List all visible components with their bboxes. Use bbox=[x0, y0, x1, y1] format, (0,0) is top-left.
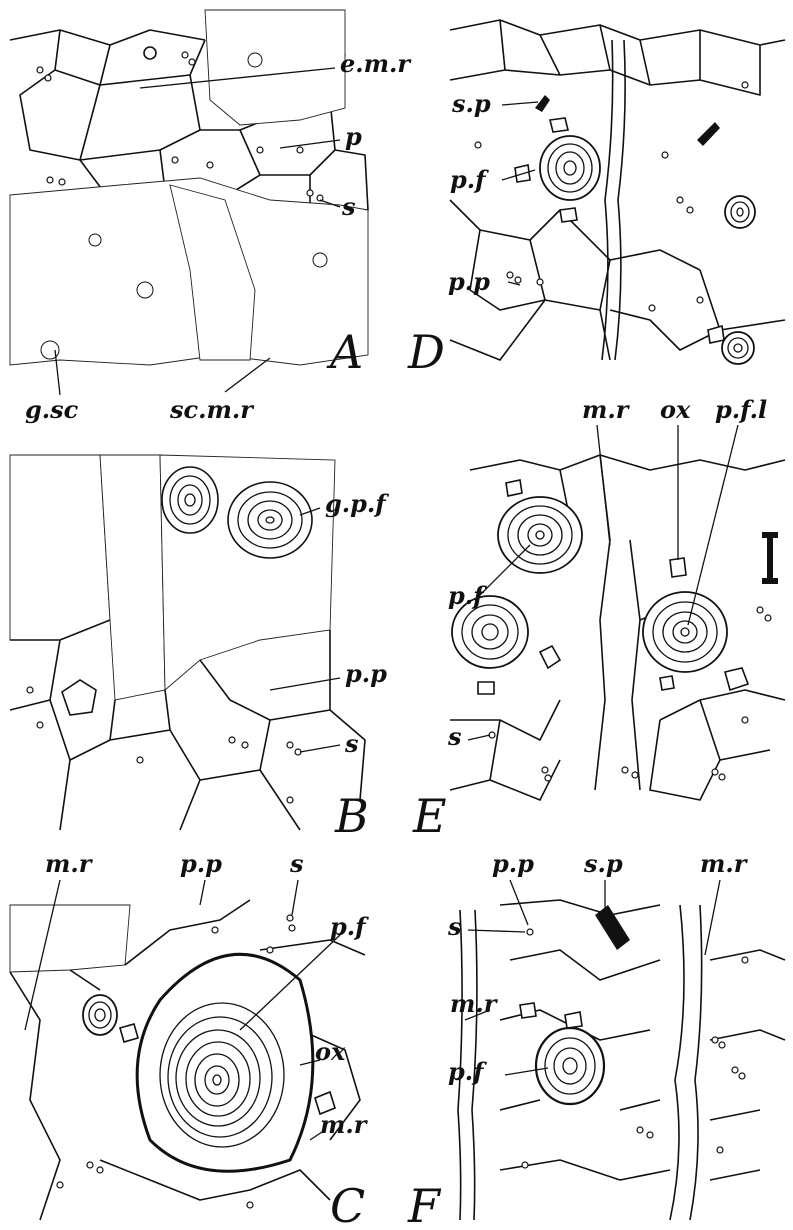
label-c-mr: m.r bbox=[45, 849, 94, 878]
label-f-pf: p.f bbox=[448, 1057, 487, 1086]
label-b-pp: p.p bbox=[345, 659, 387, 688]
panel-d-crystal bbox=[550, 118, 568, 132]
panel-e-fibre-top bbox=[498, 497, 582, 573]
panel-f: p.p s.p m.r s m.r p.f bbox=[407, 849, 785, 1230]
label-d-pf: p.f bbox=[450, 165, 489, 194]
panel-e-letter: E bbox=[412, 789, 447, 843]
panel-b-sclerenchyma-left bbox=[10, 455, 110, 640]
label-b-gpf: g.p.f bbox=[325, 489, 389, 518]
panel-d-fibre-2 bbox=[725, 196, 755, 228]
panel-f-letter: F bbox=[407, 1179, 442, 1230]
label-f-mr2: m.r bbox=[450, 989, 499, 1018]
panel-d-fibre-3 bbox=[722, 332, 754, 364]
label-c-pf: p.f bbox=[330, 912, 369, 941]
panel-f-crystal bbox=[565, 1012, 582, 1028]
label-e-ox: ox bbox=[660, 395, 691, 424]
panel-b: g.p.f p.p s B bbox=[10, 450, 389, 843]
label-e-s: s bbox=[447, 722, 462, 751]
label-f-sp: s.p bbox=[583, 849, 623, 878]
panel-d-fibre bbox=[540, 136, 600, 200]
panel-c-letter: C bbox=[330, 1179, 365, 1230]
label-e-pfl: p.f.l bbox=[715, 395, 767, 424]
label-d-pp: p.p bbox=[448, 267, 490, 296]
label-f-s: s bbox=[447, 912, 462, 941]
panel-c: m.r p.p s bbox=[10, 849, 370, 1230]
label-f-mr: m.r bbox=[700, 849, 749, 878]
label-a-scmr: sc.m.r bbox=[169, 395, 255, 424]
label-c-ox: ox bbox=[315, 1037, 346, 1066]
panel-d-letter: D bbox=[407, 325, 445, 379]
label-c-mr2: m.r bbox=[320, 1110, 369, 1139]
label-a-emr: e.m.r bbox=[340, 49, 412, 78]
panel-a-sclerenchyma-top bbox=[205, 10, 345, 125]
label-a-gsc: g.sc bbox=[25, 395, 79, 424]
panel-a: e.m.r p s A g.sc sc.m.r bbox=[10, 8, 412, 424]
panel-e-fibre-right bbox=[643, 592, 727, 672]
panel-b-letter: B bbox=[334, 789, 369, 843]
label-c-s: s bbox=[289, 849, 304, 878]
panel-c-crystal-2 bbox=[120, 1024, 138, 1042]
label-d-sp: s.p bbox=[451, 89, 491, 118]
panel-c-small-fibre bbox=[83, 995, 117, 1035]
label-b-s: s bbox=[344, 729, 359, 758]
panel-c-sclerenchyma bbox=[10, 905, 130, 972]
label-e-pf: p.f bbox=[448, 581, 487, 610]
panel-f-fibre bbox=[536, 1028, 604, 1104]
label-a-s: s bbox=[341, 192, 356, 221]
panel-e: m.r ox p.f.l bbox=[412, 395, 785, 843]
label-a-p: p bbox=[345, 122, 362, 151]
panel-a-letter: A bbox=[326, 325, 363, 379]
label-c-pp: p.p bbox=[180, 849, 222, 878]
label-e-mr: m.r bbox=[582, 395, 631, 424]
panel-e-crystal bbox=[506, 480, 522, 496]
label-f-pp: p.p bbox=[492, 849, 534, 878]
panel-d: s.p p.f p.p D bbox=[407, 8, 785, 379]
